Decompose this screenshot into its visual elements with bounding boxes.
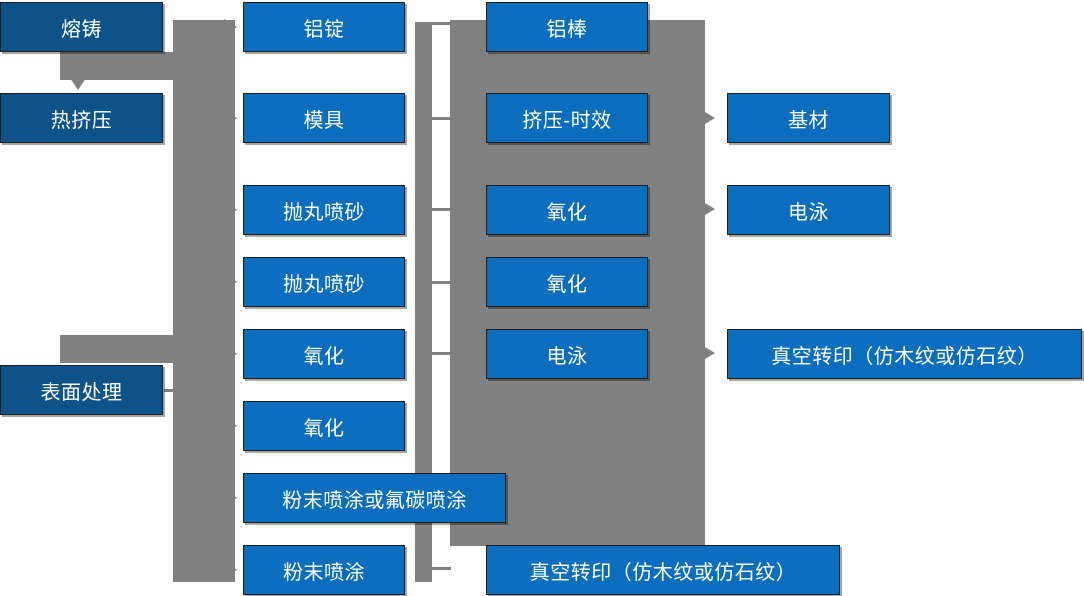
material-label-ingot: 铝锭 <box>303 18 345 41</box>
connector-mid-tick-5 <box>431 352 451 355</box>
material-box-powder[interactable]: 粉末喷涂 <box>243 545 405 595</box>
material-label-oxidation-2: 氧化 <box>303 417 345 440</box>
material-label-powder-fluoro: 粉末喷涂或氟碳喷涂 <box>282 489 467 512</box>
process-label-bar: 铝棒 <box>546 18 588 41</box>
output-box-substrate[interactable]: 基材 <box>727 93 890 143</box>
connector-surface-stem <box>164 389 184 392</box>
stage-label-melting: 熔铸 <box>61 18 102 41</box>
process-box-oxidation-1[interactable]: 氧化 <box>486 185 648 235</box>
process-box-extrude-age[interactable]: 挤压-时效 <box>486 93 648 143</box>
arrow-to-mat-1 <box>224 19 237 35</box>
output-label-substrate: 基材 <box>788 109 829 132</box>
connector-mid-tick-4 <box>431 281 451 284</box>
process-box-electro[interactable]: 电泳 <box>486 329 648 379</box>
process-box-oxidation-2[interactable]: 氧化 <box>486 257 648 307</box>
process-label-electro: 电泳 <box>546 345 588 368</box>
material-label-shotblast-2: 抛丸喷砂 <box>283 273 365 296</box>
material-box-die[interactable]: 模具 <box>243 93 405 143</box>
arrow-down-to-extrude <box>70 78 86 90</box>
process-label-oxidation-1: 氧化 <box>546 201 588 224</box>
connector-mid-tick-6 <box>431 567 451 570</box>
material-box-shotblast-1[interactable]: 抛丸喷砂 <box>243 185 405 235</box>
material-label-shotblast-1: 抛丸喷砂 <box>283 201 365 224</box>
stage-label-extrude: 热挤压 <box>50 109 113 132</box>
arrow-to-mat-5 <box>224 346 237 362</box>
connector-mid-tick-1 <box>431 22 451 25</box>
connector-stage-stub-top <box>60 52 175 80</box>
output-box-electro[interactable]: 电泳 <box>727 185 890 235</box>
material-label-powder: 粉末喷涂 <box>283 561 365 584</box>
output-box-vacuum[interactable]: 真空转印（仿木纹或仿石纹） <box>727 329 1082 379</box>
output-label-vacuum: 真空转印（仿木纹或仿石纹） <box>771 345 1038 368</box>
arrow-to-mat-7 <box>224 490 237 506</box>
material-box-ingot[interactable]: 铝锭 <box>243 2 405 52</box>
material-box-shotblast-2[interactable]: 抛丸喷砂 <box>243 257 405 307</box>
process-label-extrude-age: 挤压-时效 <box>522 109 612 132</box>
arrow-to-out-2 <box>705 203 715 215</box>
arrow-to-mat-2 <box>224 110 237 126</box>
arrow-to-mat-8 <box>224 562 237 578</box>
stage-label-surface: 表面处理 <box>40 381 123 404</box>
stage-box-melting[interactable]: 熔铸 <box>0 2 163 52</box>
arrow-to-mat-3 <box>224 202 237 218</box>
arrow-to-out-3 <box>705 347 715 359</box>
process-box-vacuum[interactable]: 真空转印（仿木纹或仿石纹） <box>486 545 840 595</box>
connector-mid-tick-2 <box>431 117 451 120</box>
connector-mid-thin-bar <box>415 22 432 582</box>
material-box-powder-fluoro[interactable]: 粉末喷涂或氟碳喷涂 <box>243 473 506 523</box>
output-label-electro: 电泳 <box>788 201 829 224</box>
arrow-to-mat-6 <box>224 418 237 434</box>
material-label-die: 模具 <box>303 109 345 132</box>
connector-mid-tick-3 <box>431 208 451 211</box>
material-box-oxidation-1[interactable]: 氧化 <box>243 329 405 379</box>
material-box-oxidation-2[interactable]: 氧化 <box>243 401 405 451</box>
process-label-vacuum: 真空转印（仿木纹或仿石纹） <box>529 561 797 584</box>
process-box-bar[interactable]: 铝棒 <box>486 2 648 52</box>
arrow-to-out-1 <box>705 112 715 124</box>
stage-box-extrude[interactable]: 热挤压 <box>0 93 163 143</box>
arrow-to-mat-4 <box>224 274 237 290</box>
arrow-down-to-surface <box>70 341 86 353</box>
material-label-oxidation-1: 氧化 <box>303 345 345 368</box>
process-label-oxidation-2: 氧化 <box>546 273 588 296</box>
stage-box-surface[interactable]: 表面处理 <box>0 365 163 415</box>
